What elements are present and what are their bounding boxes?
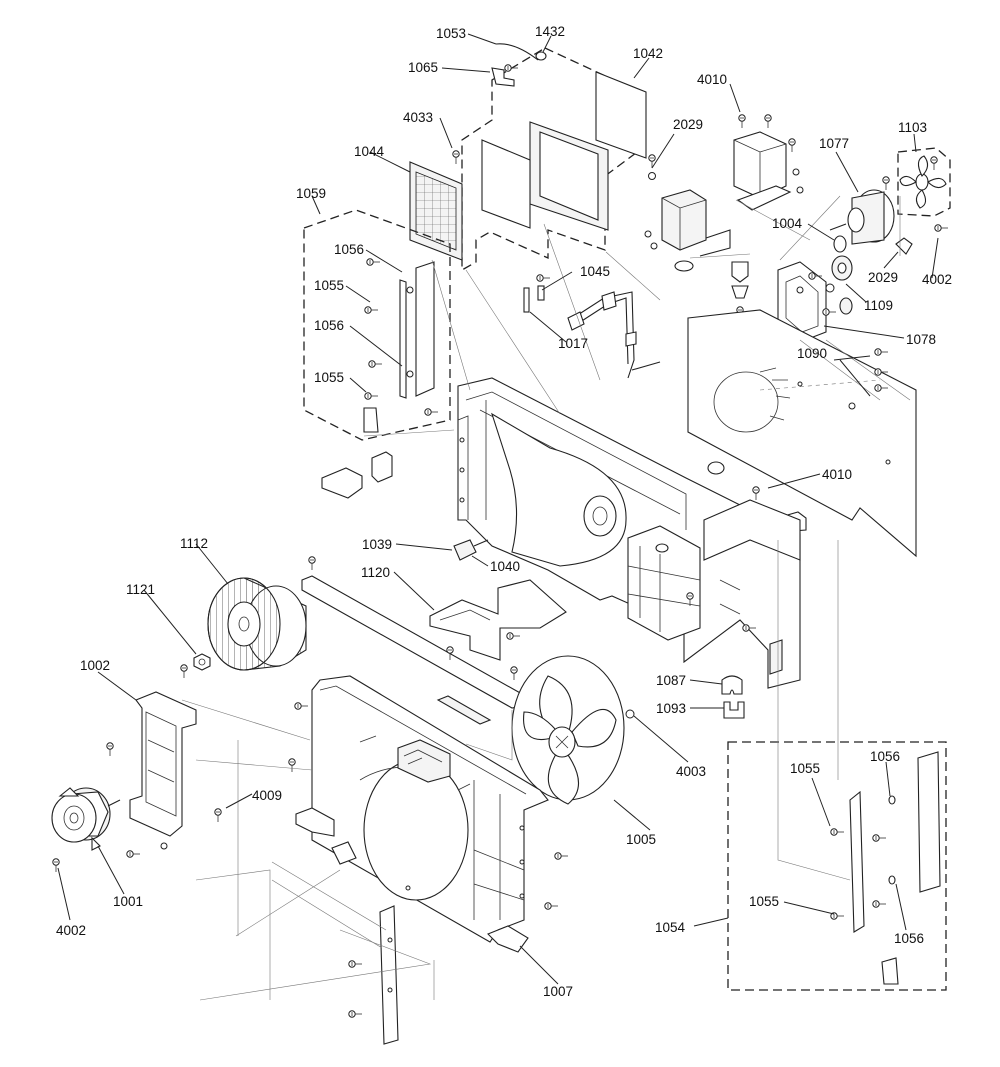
filter-assembly	[409, 43, 647, 272]
mounting-brackets	[321, 408, 439, 499]
label-1017: 1017	[558, 336, 588, 351]
filter-pad	[481, 139, 531, 229]
label-1001: 1001	[113, 894, 143, 909]
label-1090: 1090	[797, 346, 827, 361]
label-1005: 1005	[626, 832, 656, 847]
label-1103: 1103	[898, 120, 927, 135]
label-1120: 1120	[361, 565, 390, 580]
label-1121: 1121	[126, 582, 155, 597]
brackets-1087	[721, 675, 745, 719]
label-1109: 1109	[864, 298, 893, 313]
label-1044: 1044	[354, 144, 385, 159]
label-1054: 1054	[655, 920, 686, 935]
louver-bar	[415, 261, 435, 397]
clip-1065	[491, 67, 515, 87]
filter-pad-1042	[595, 71, 647, 159]
label-1112: 1112	[180, 536, 208, 551]
label-4009: 4009	[252, 788, 282, 803]
label-4033: 4033	[403, 110, 433, 125]
guide-lines	[181, 195, 911, 1001]
condenser-fan-1005	[511, 655, 635, 805]
label-4010-mid: 4010	[822, 467, 852, 482]
label-1040: 1040	[490, 559, 520, 574]
label-1056-a: 1056	[334, 242, 364, 257]
blower-wheel-1112	[207, 577, 307, 671]
label-1065: 1065	[408, 60, 438, 75]
base-pan	[457, 377, 801, 689]
label-1078: 1078	[906, 332, 936, 347]
label-1432: 1432	[535, 24, 565, 39]
label-1056-b: 1056	[314, 318, 344, 333]
louver-assembly-1054	[727, 741, 947, 991]
label-1042: 1042	[633, 46, 663, 61]
fan-motor-1001	[51, 787, 121, 873]
label-1004: 1004	[772, 216, 803, 231]
label-1055-a: 1055	[314, 278, 344, 293]
label-4002-bottom: 4002	[56, 923, 86, 938]
label-2029-right: 2029	[868, 270, 898, 285]
label-1056-c: 1056	[870, 749, 900, 764]
capacitor-1039	[453, 539, 489, 561]
motor-group	[644, 114, 951, 343]
part-labels: 1053 1432 1065 1042 4010 4033 2029 1077 …	[56, 24, 952, 999]
nut-1121	[193, 653, 211, 671]
washer-1432	[535, 51, 547, 61]
label-4010-top: 4010	[697, 72, 727, 87]
damper-motor	[661, 189, 707, 251]
label-1045: 1045	[580, 264, 610, 279]
label-1055-d: 1055	[749, 894, 779, 909]
label-4002-top: 4002	[922, 272, 952, 287]
label-1093: 1093	[656, 701, 686, 716]
label-1039: 1039	[362, 537, 392, 552]
label-2029-top: 2029	[673, 117, 703, 132]
label-1055-b: 1055	[314, 370, 344, 385]
label-1053: 1053	[436, 26, 466, 41]
label-1056-d: 1056	[894, 931, 924, 946]
label-1059: 1059	[296, 186, 326, 201]
thermostat-1045	[523, 274, 661, 379]
label-4003: 4003	[676, 764, 706, 779]
cord-1053	[495, 43, 539, 61]
bushing-1004	[833, 235, 847, 253]
label-1007: 1007	[543, 984, 573, 999]
bulkhead-panel	[687, 309, 917, 558]
leader-lines	[57, 33, 939, 985]
label-1055-c: 1055	[790, 761, 820, 776]
label-1077: 1077	[819, 136, 849, 151]
label-1087: 1087	[656, 673, 686, 688]
label-1002: 1002	[80, 658, 110, 673]
bottom-bracket	[348, 905, 399, 1045]
motor-mount-1002	[106, 664, 197, 858]
louver-assembly-1059	[303, 209, 451, 441]
shroud-1007	[214, 675, 569, 953]
